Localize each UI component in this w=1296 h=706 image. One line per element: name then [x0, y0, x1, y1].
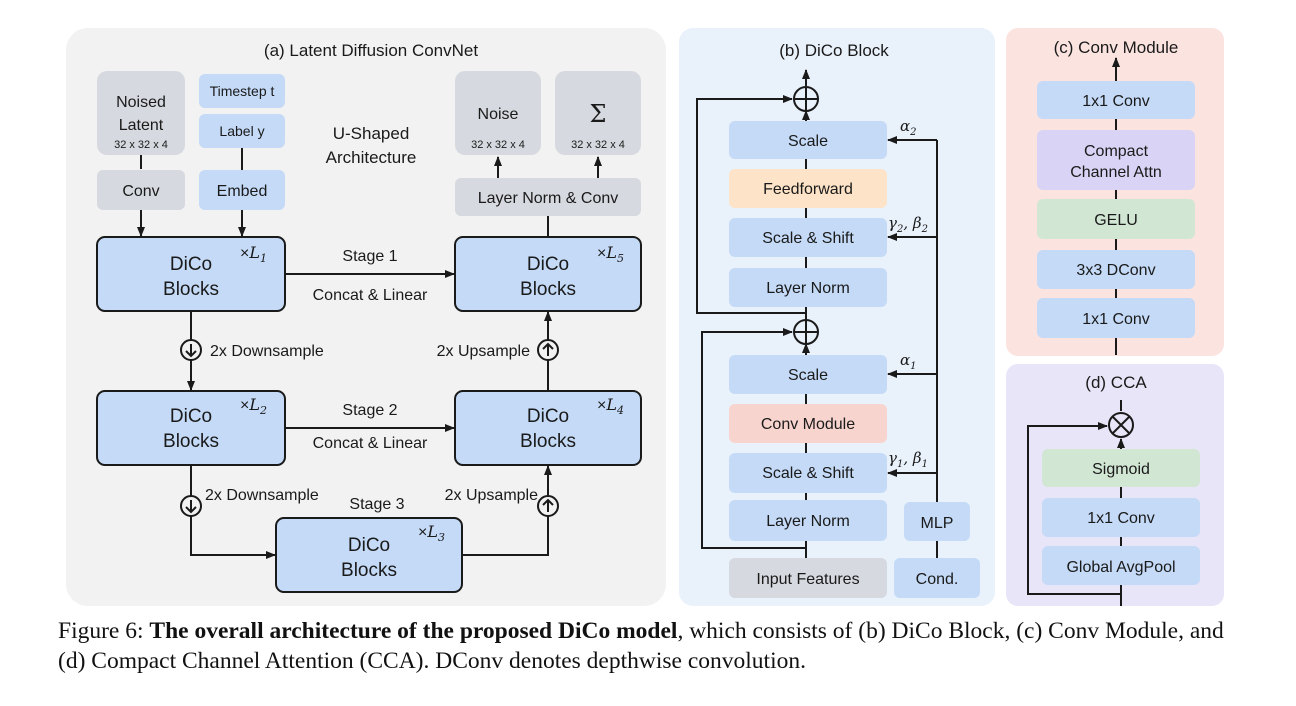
conv-box [97, 170, 185, 210]
conv1x1-bottom-label: 1x1 Conv [1082, 311, 1150, 328]
stage-1-label: Stage 1 [342, 248, 397, 265]
gelu-label: GELU [1094, 212, 1138, 229]
dico-block-1-mult: ×L1 [240, 243, 267, 265]
caption-prefix: Figure 6: [58, 618, 150, 644]
scale-top-box [729, 121, 887, 159]
upsample-1-label: 2x Upsample [437, 343, 530, 360]
layernorm-conv-box [455, 178, 641, 216]
dico-block-3-line1: DiCo [348, 535, 390, 556]
conv-module-box [729, 404, 887, 443]
layernorm-top-label: Layer Norm [766, 280, 850, 297]
timestep-label: Timestep t [210, 83, 275, 99]
dico-block-2-line2: Blocks [163, 431, 219, 452]
layernorm-top-box [729, 268, 887, 307]
dico-block-5-line1: DiCo [527, 254, 569, 275]
noise-box [455, 71, 541, 155]
alpha-2-label: α2 [900, 117, 917, 138]
cca-box [1037, 130, 1195, 190]
panel-d-title: (d) CCA [1085, 373, 1147, 392]
upsample-2-label: 2x Upsample [445, 487, 538, 504]
dico-block-4-line2: Blocks [520, 431, 576, 452]
cond-label: Cond. [916, 571, 959, 588]
sigma-label: Σ [590, 100, 607, 128]
conv-label: Conv [122, 183, 159, 200]
avgpool-box [1042, 546, 1200, 585]
panel-c-title: (c) Conv Module [1054, 38, 1179, 57]
scale-shift-bottom-label: Scale & Shift [762, 465, 854, 482]
noise-dims: 32 x 32 x 4 [471, 139, 525, 151]
noise-label: Noise [478, 106, 519, 123]
noised-latent-line1: Noised [116, 94, 166, 111]
dico-block-4-mult: ×L4 [597, 395, 624, 417]
feedforward-label: Feedforward [763, 181, 853, 198]
noised-latent-line2: Latent [119, 117, 164, 134]
dico-block-4-line1: DiCo [527, 406, 569, 427]
sigma-dims: 32 x 32 x 4 [571, 139, 625, 151]
mlp-box [904, 502, 970, 541]
dico-block-1-line1: DiCo [170, 254, 212, 275]
dconv-label: 3x3 DConv [1076, 262, 1155, 279]
timestep-box [199, 74, 285, 108]
sigmoid-label: Sigmoid [1092, 461, 1150, 478]
noised-latent-dims: 32 x 32 x 4 [114, 139, 168, 151]
dico-block-5-line2: Blocks [520, 279, 576, 300]
panel-a-title: (a) Latent Diffusion ConvNet [264, 41, 478, 60]
cca-conv1x1-box [1042, 498, 1200, 537]
gamma1-beta1-label: γ1, β1 [888, 449, 928, 470]
downsample-2-label: 2x Downsample [205, 487, 319, 504]
figure-caption: Figure 6: The overall architecture of th… [58, 616, 1248, 676]
cca-line2: Channel Attn [1070, 164, 1162, 181]
scale-top-label: Scale [788, 133, 828, 150]
input-features-label: Input Features [756, 571, 859, 588]
layernorm-bottom-label: Layer Norm [766, 513, 850, 530]
layernorm-conv-label: Layer Norm & Conv [478, 190, 619, 207]
conv1x1-top-label: 1x1 Conv [1082, 93, 1150, 110]
noised-latent-box [97, 71, 185, 155]
label-y-box [199, 114, 285, 148]
gelu-box [1037, 199, 1195, 239]
stage-3-label: Stage 3 [349, 496, 404, 513]
downsample-1-label: 2x Downsample [210, 343, 324, 360]
sigma-box [555, 71, 641, 155]
ushaped-line2: Architecture [326, 148, 417, 167]
dico-block-2-mult: ×L2 [240, 395, 267, 417]
dico-block-3-mult: ×L3 [418, 522, 445, 544]
layernorm-bottom-box [729, 500, 887, 541]
scale-shift-bottom-box [729, 453, 887, 493]
embed-box [199, 170, 285, 210]
concat-linear-1: Concat & Linear [313, 287, 428, 304]
dico-block-2-line1: DiCo [170, 406, 212, 427]
caption-rest: , which consists of (b) DiCo Block, (c) … [58, 618, 1224, 674]
scale-bottom-box [729, 355, 887, 394]
dico-block-3-line2: Blocks [341, 560, 397, 581]
conv-module-label: Conv Module [761, 416, 855, 433]
concat-linear-2: Concat & Linear [313, 435, 428, 452]
scale-shift-top-label: Scale & Shift [762, 230, 854, 247]
panel-b-title: (b) DiCo Block [779, 41, 889, 60]
ushaped-line1: U-Shaped [333, 124, 410, 143]
label-y-label: Label y [219, 123, 264, 139]
embed-label: Embed [217, 183, 268, 200]
cca-line1: Compact [1084, 143, 1149, 160]
gamma2-beta2-label: γ2, β2 [888, 214, 928, 235]
stage-2-label: Stage 2 [342, 402, 397, 419]
dconv-box [1037, 250, 1195, 289]
conv1x1-bottom-box [1037, 298, 1195, 338]
input-features-box [729, 558, 887, 598]
alpha-1-label: α1 [900, 351, 917, 372]
sigmoid-box [1042, 449, 1200, 487]
feedforward-box [729, 169, 887, 208]
dico-block-1-line2: Blocks [163, 279, 219, 300]
mlp-label: MLP [921, 515, 954, 532]
dico-block-5-mult: ×L5 [597, 243, 624, 265]
scale-shift-top-box [729, 218, 887, 257]
cca-conv1x1-label: 1x1 Conv [1087, 510, 1155, 527]
caption-bold: The overall architecture of the proposed… [149, 618, 678, 644]
cond-box [894, 558, 980, 598]
scale-bottom-label: Scale [788, 367, 828, 384]
architecture-diagram: (a) Latent Diffusion ConvNet Noised Late… [66, 28, 1224, 606]
conv1x1-top-box [1037, 81, 1195, 119]
avgpool-label: Global AvgPool [1066, 559, 1175, 576]
